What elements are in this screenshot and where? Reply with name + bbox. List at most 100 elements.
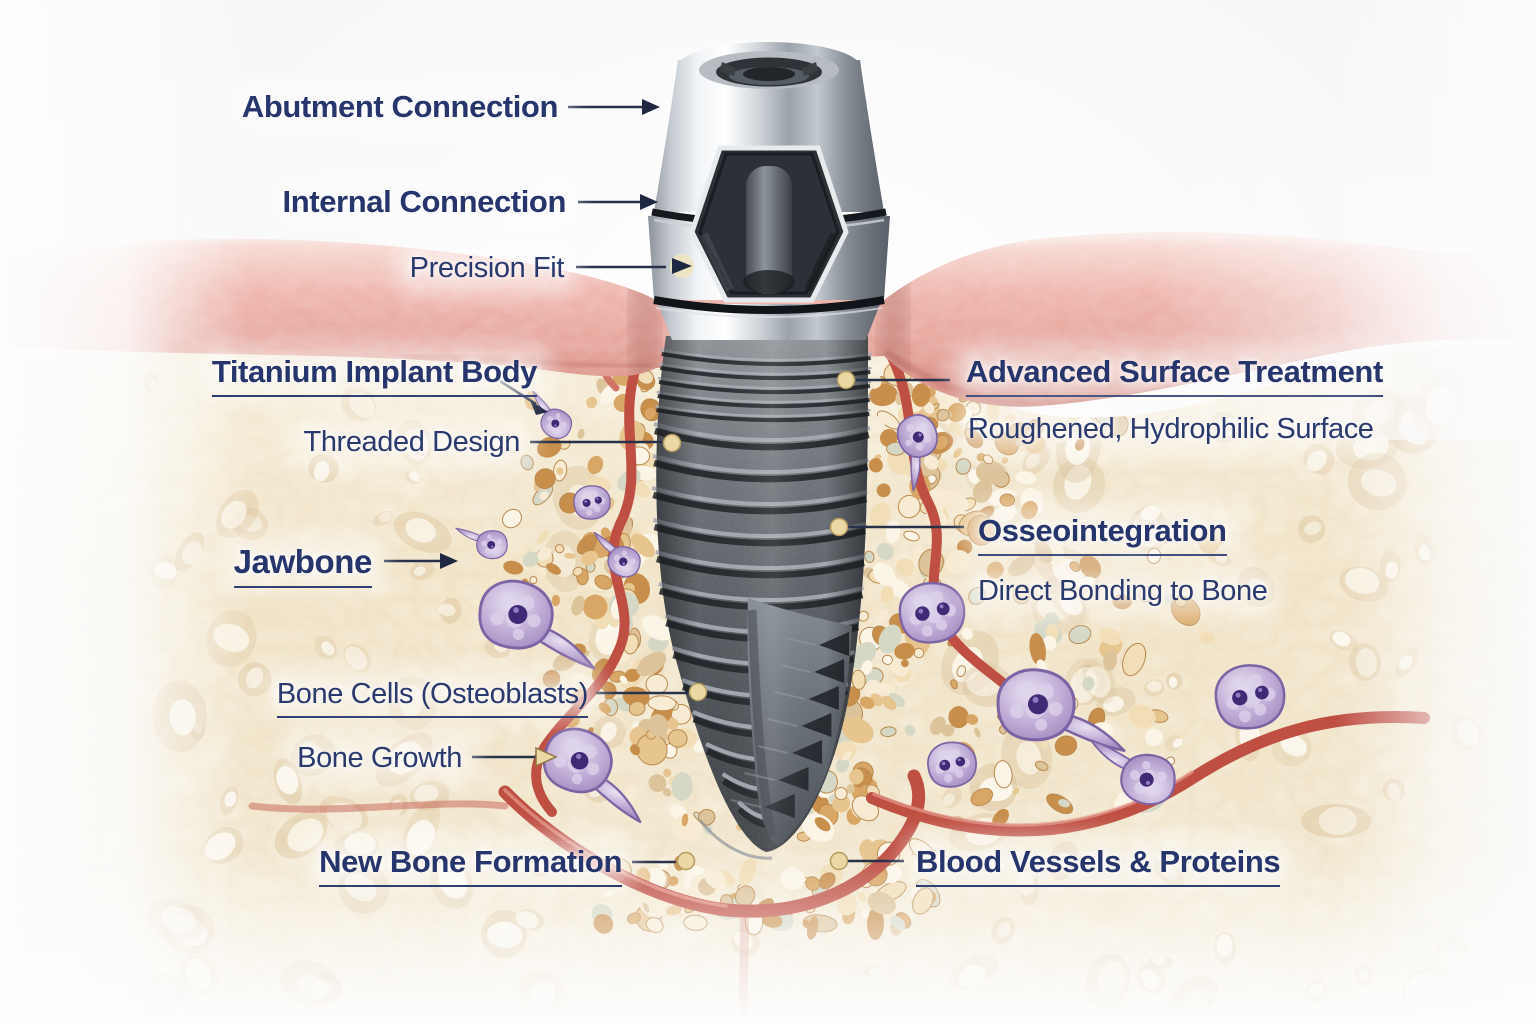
bone-granule bbox=[937, 459, 948, 471]
bone-granule bbox=[900, 659, 909, 668]
implant-abutment bbox=[651, 42, 887, 303]
bone-pore bbox=[409, 471, 420, 482]
bone-granule bbox=[881, 695, 897, 711]
bone-granule bbox=[895, 558, 915, 577]
bone-granule bbox=[974, 727, 981, 738]
callout-direct-bonding: Direct Bonding to Bone bbox=[972, 572, 1274, 611]
bone-granule bbox=[948, 706, 969, 729]
bone-granule bbox=[970, 787, 994, 807]
bone-granule bbox=[1077, 415, 1094, 431]
bone-granule bbox=[1049, 428, 1066, 444]
bone-granule bbox=[1001, 457, 1009, 464]
bone-granule bbox=[1099, 628, 1122, 646]
bone-granule bbox=[881, 654, 893, 665]
bone-granule bbox=[834, 786, 848, 801]
bone-granule bbox=[876, 542, 894, 561]
bone-granule bbox=[556, 467, 564, 475]
bone-granule bbox=[1079, 555, 1102, 579]
bone-granule bbox=[1042, 635, 1057, 651]
bone-granule bbox=[999, 493, 1016, 507]
bone-granule bbox=[841, 717, 874, 744]
bone-granule bbox=[582, 594, 608, 620]
bone-granule bbox=[894, 642, 915, 660]
bone-pore bbox=[1172, 738, 1183, 748]
bone-pore bbox=[1103, 696, 1124, 713]
callout-osseointegration: Osseointegration bbox=[972, 510, 1233, 556]
bone-granule bbox=[636, 651, 667, 677]
bone-pore bbox=[245, 667, 264, 689]
bone-granule bbox=[936, 408, 950, 422]
bone-granule bbox=[1128, 704, 1156, 729]
bone-granule bbox=[869, 502, 891, 528]
bone-granule bbox=[1044, 612, 1060, 628]
bone-pore bbox=[1147, 681, 1162, 692]
bone-pore bbox=[313, 460, 330, 482]
bone-granule bbox=[1029, 580, 1045, 594]
bone-granule bbox=[546, 563, 561, 575]
bone-granule bbox=[1034, 538, 1053, 564]
bone-granule bbox=[1103, 649, 1117, 671]
bone-pore bbox=[404, 428, 429, 461]
bone-granule bbox=[539, 491, 549, 501]
bone-granule bbox=[861, 660, 873, 675]
bone-granule bbox=[577, 428, 585, 439]
bone-pore bbox=[600, 721, 617, 742]
bone-pore bbox=[276, 766, 299, 795]
bone-granule bbox=[941, 724, 955, 737]
bone-granule bbox=[667, 729, 688, 748]
bone-pore bbox=[290, 734, 336, 776]
bone-granule bbox=[663, 768, 672, 778]
bone-granule bbox=[673, 814, 703, 841]
bone-pore bbox=[1064, 465, 1092, 500]
bone-granule bbox=[522, 551, 539, 568]
bone-pore bbox=[1025, 453, 1040, 469]
bone-granule bbox=[1015, 471, 1037, 485]
bone-granule bbox=[911, 383, 931, 407]
leader-lines bbox=[384, 99, 964, 871]
bone-granule bbox=[534, 468, 556, 490]
bone-granule bbox=[551, 594, 560, 607]
bone-granule bbox=[897, 494, 921, 519]
bone-pore bbox=[287, 818, 324, 852]
callout-threaded-design: Threaded Design bbox=[297, 423, 526, 462]
bone-granule bbox=[1069, 561, 1081, 573]
bone-granule bbox=[529, 575, 538, 585]
bone-granule bbox=[1198, 526, 1223, 554]
bone-granule bbox=[631, 533, 656, 558]
bone-granule bbox=[665, 717, 679, 730]
bone-granule bbox=[586, 396, 598, 409]
callout-bone-growth: Bone Growth bbox=[291, 739, 468, 778]
bone-pore bbox=[378, 511, 392, 523]
bone-pore bbox=[388, 741, 422, 775]
bone-pore bbox=[344, 832, 376, 856]
bone-granule bbox=[993, 760, 1013, 789]
bone-granule bbox=[1024, 434, 1046, 453]
bone-granule bbox=[872, 562, 896, 586]
bone-granule bbox=[1058, 799, 1071, 808]
bone-granule bbox=[554, 544, 565, 554]
bone-granule bbox=[859, 696, 875, 709]
bone-granule bbox=[1008, 422, 1029, 440]
bone-granule bbox=[842, 751, 852, 761]
bone-granule bbox=[624, 785, 638, 803]
bone-granule bbox=[636, 733, 668, 766]
bone-granule bbox=[1174, 594, 1188, 608]
bone-granule bbox=[982, 454, 994, 465]
callout-roughened-surface: Roughened, Hydrophilic Surface bbox=[962, 410, 1380, 449]
bone-granule bbox=[865, 679, 882, 693]
bone-granule bbox=[671, 772, 693, 801]
bone-granule bbox=[520, 454, 534, 471]
bone-pore bbox=[321, 641, 335, 656]
bone-granule bbox=[944, 489, 969, 512]
bone-granule bbox=[594, 574, 613, 590]
bone-pore bbox=[406, 819, 435, 856]
bone-granule bbox=[814, 817, 831, 832]
bone-pore bbox=[1060, 592, 1083, 616]
bone-granule bbox=[1145, 728, 1164, 747]
bone-pore bbox=[993, 504, 1017, 522]
bone-granule bbox=[1139, 586, 1153, 602]
bone-granule bbox=[903, 530, 920, 542]
bone-granule bbox=[930, 716, 946, 736]
bone-granule bbox=[1041, 741, 1049, 749]
